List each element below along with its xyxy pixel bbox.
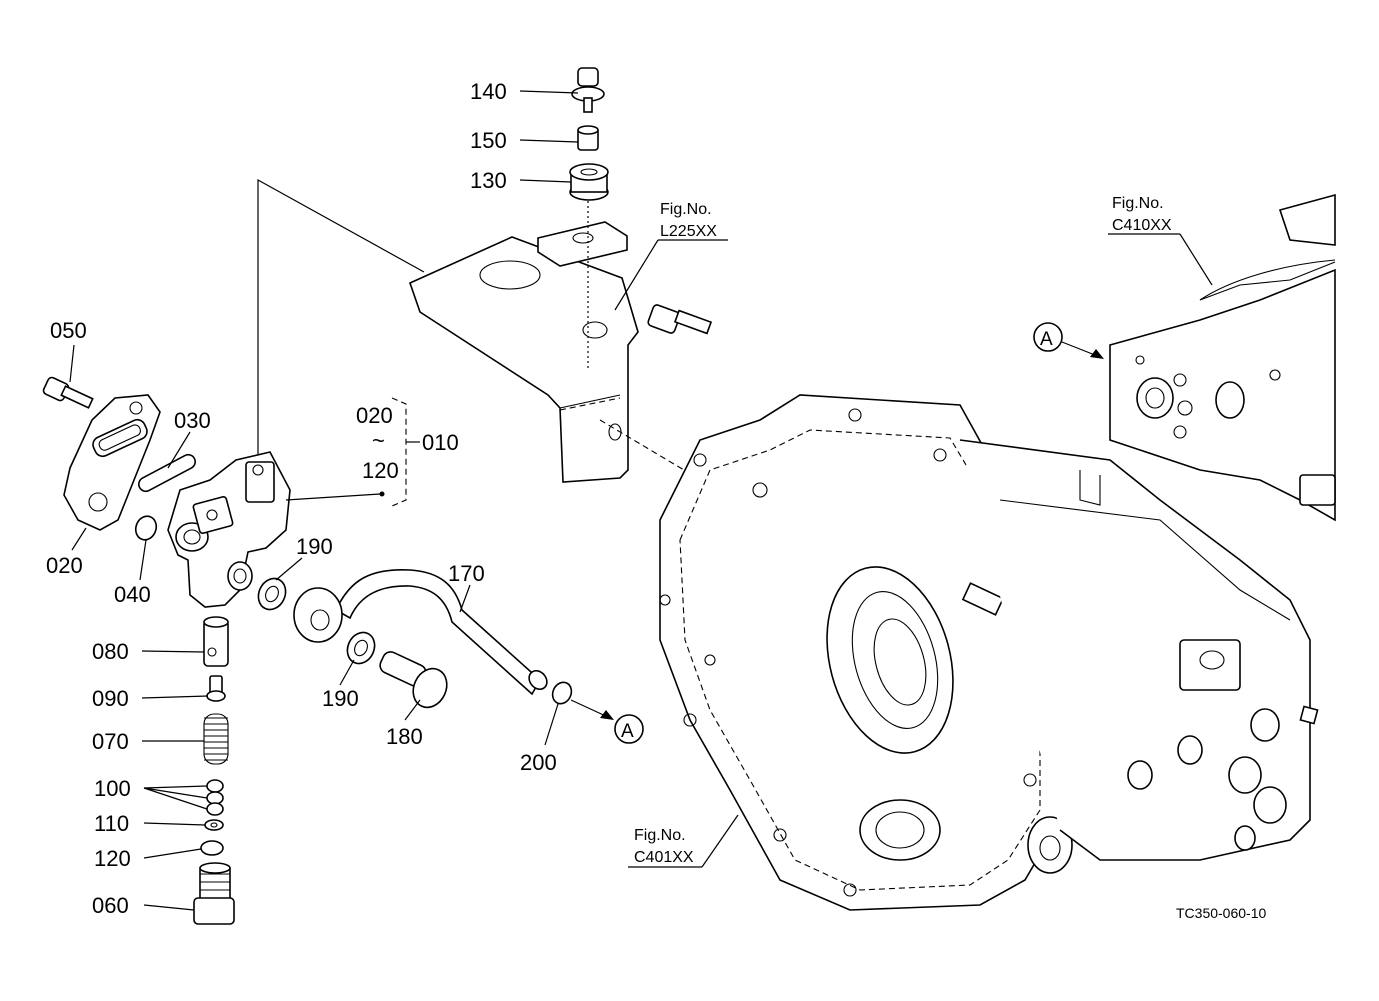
bracket-bolt-drawing xyxy=(647,304,713,335)
part-060-drawing xyxy=(193,862,235,925)
label-140: 140 xyxy=(470,79,507,104)
marker-a-left-label: A xyxy=(621,721,634,742)
connection-marker-a-left: A xyxy=(614,714,644,744)
part-040-drawing xyxy=(134,515,158,541)
part-030-drawing xyxy=(138,453,196,493)
label-020-range-start: 020 xyxy=(356,403,393,428)
part-140-drawing xyxy=(571,67,605,113)
part-110-drawing xyxy=(204,819,224,831)
label-180: 180 xyxy=(386,724,423,749)
label-060: 060 xyxy=(92,893,129,918)
part-180-drawing xyxy=(379,651,448,709)
label-010: 010 xyxy=(422,430,459,455)
fig-ref-c401-title: Fig.No. xyxy=(634,827,686,844)
part-100-drawing xyxy=(206,779,224,816)
fig-ref-c401-code: C401XX xyxy=(634,849,694,866)
label-080: 080 xyxy=(92,639,129,664)
bracket-drawing xyxy=(409,221,713,483)
label-100: 100 xyxy=(94,776,131,801)
connection-marker-a-right: A xyxy=(1033,322,1063,352)
label-020: 020 xyxy=(46,553,83,578)
part-050-drawing xyxy=(42,376,94,409)
label-090: 090 xyxy=(92,686,129,711)
part-170-drawing xyxy=(293,569,548,696)
part-190-top-drawing xyxy=(257,577,287,611)
part-190-bottom-drawing xyxy=(346,631,376,665)
label-150: 150 xyxy=(470,128,507,153)
label-050: 050 xyxy=(50,318,87,343)
valve-body-drawing xyxy=(167,451,291,608)
label-190-bottom: 190 xyxy=(322,686,359,711)
label-040: 040 xyxy=(114,582,151,607)
part-130-drawing xyxy=(569,163,609,201)
label-tilde: ~ xyxy=(372,428,385,453)
label-200: 200 xyxy=(520,750,557,775)
label-110: 110 xyxy=(94,811,129,836)
part-090-drawing xyxy=(206,675,226,702)
part-150-drawing xyxy=(577,125,599,151)
figure-references: Fig.No. L225XX Fig.No. C410XX Fig.No. C4… xyxy=(634,195,1172,866)
part-020-drawing xyxy=(63,394,161,531)
fig-ref-l225-title: Fig.No. xyxy=(660,201,712,218)
part-070-drawing xyxy=(203,713,229,765)
label-130: 130 xyxy=(470,168,507,193)
transmission-housing-drawing xyxy=(659,394,1319,911)
label-190-top: 190 xyxy=(296,534,333,559)
fig-ref-c410-code: C410XX xyxy=(1112,217,1172,234)
fig-ref-l225-code: L225XX xyxy=(660,223,717,240)
upper-right-assembly-drawing xyxy=(1109,193,1336,522)
part-labels: 140 150 130 050 030 020 ~ 120 010 020 04… xyxy=(46,79,557,918)
label-030: 030 xyxy=(174,408,211,433)
leader-lines xyxy=(69,90,1213,911)
label-070: 070 xyxy=(92,729,129,754)
marker-a-right-label: A xyxy=(1040,329,1053,350)
part-120-drawing xyxy=(200,840,224,856)
label-170: 170 xyxy=(448,561,485,586)
part-080-drawing xyxy=(203,616,229,667)
part-200-drawing xyxy=(551,681,573,705)
drawing-code: TC350-060-10 xyxy=(1176,905,1266,921)
label-120-range-end: 120 xyxy=(362,458,399,483)
fig-ref-c410-title: Fig.No. xyxy=(1112,195,1164,212)
label-120: 120 xyxy=(94,846,131,871)
